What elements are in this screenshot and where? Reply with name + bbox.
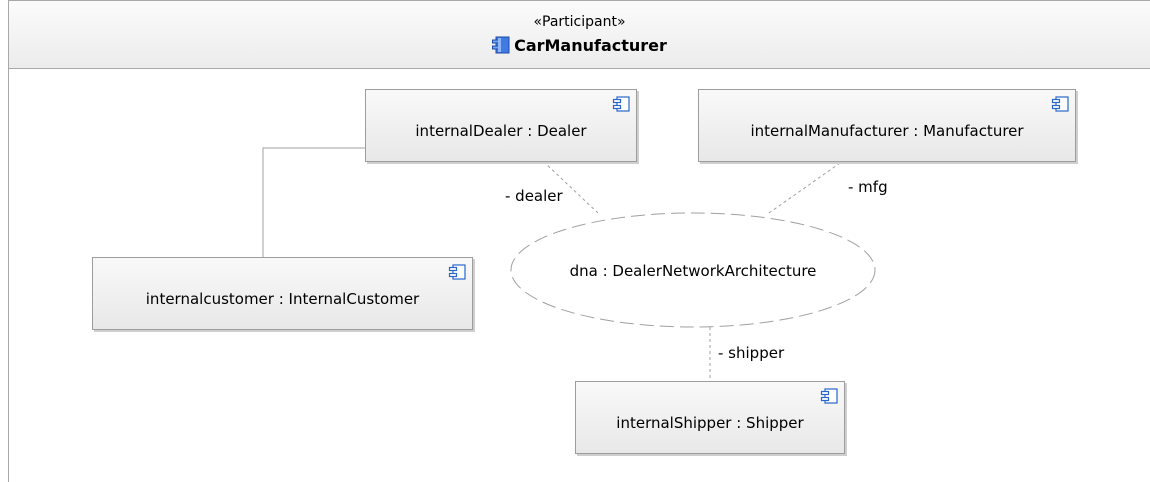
role-label-mfg: - mfg (848, 178, 888, 196)
collaboration-label: dna : DealerNetworkArchitecture (569, 262, 817, 280)
part-internal-customer[interactable]: internalcustomer : InternalCustomer (92, 257, 473, 330)
collaboration-use-ellipse[interactable] (510, 212, 876, 328)
participant-header[interactable]: «Participant» CarManufacturer (8, 0, 1150, 69)
component-icon (612, 96, 630, 116)
part-internal-manufacturer[interactable]: internalManufacturer : Manufacturer (698, 89, 1076, 162)
dealer-role-connector[interactable] (544, 162, 599, 214)
participant-title-row: CarManufacturer (9, 36, 1150, 58)
component-icon (820, 388, 838, 408)
part-internal-shipper[interactable]: internalShipper : Shipper (575, 381, 845, 454)
participant-stereotype: «Participant» (533, 14, 626, 30)
participant-name: CarManufacturer (514, 36, 667, 55)
part-label: internalDealer : Dealer (415, 122, 587, 140)
part-label: internalManufacturer : Manufacturer (750, 122, 1024, 140)
frame-left-border (8, 69, 9, 482)
part-label: internalShipper : Shipper (616, 414, 804, 432)
component-icon (1051, 96, 1069, 116)
part-internal-dealer[interactable]: internalDealer : Dealer (365, 89, 637, 162)
customer-dealer-connector[interactable] (262, 147, 365, 257)
participant-class-icon (492, 36, 510, 58)
component-icon (448, 264, 466, 284)
part-label: internalcustomer : InternalCustomer (145, 290, 420, 308)
mfg-role-connector[interactable] (768, 162, 841, 214)
role-label-shipper: - shipper (718, 344, 785, 362)
role-label-dealer: - dealer (505, 187, 563, 205)
